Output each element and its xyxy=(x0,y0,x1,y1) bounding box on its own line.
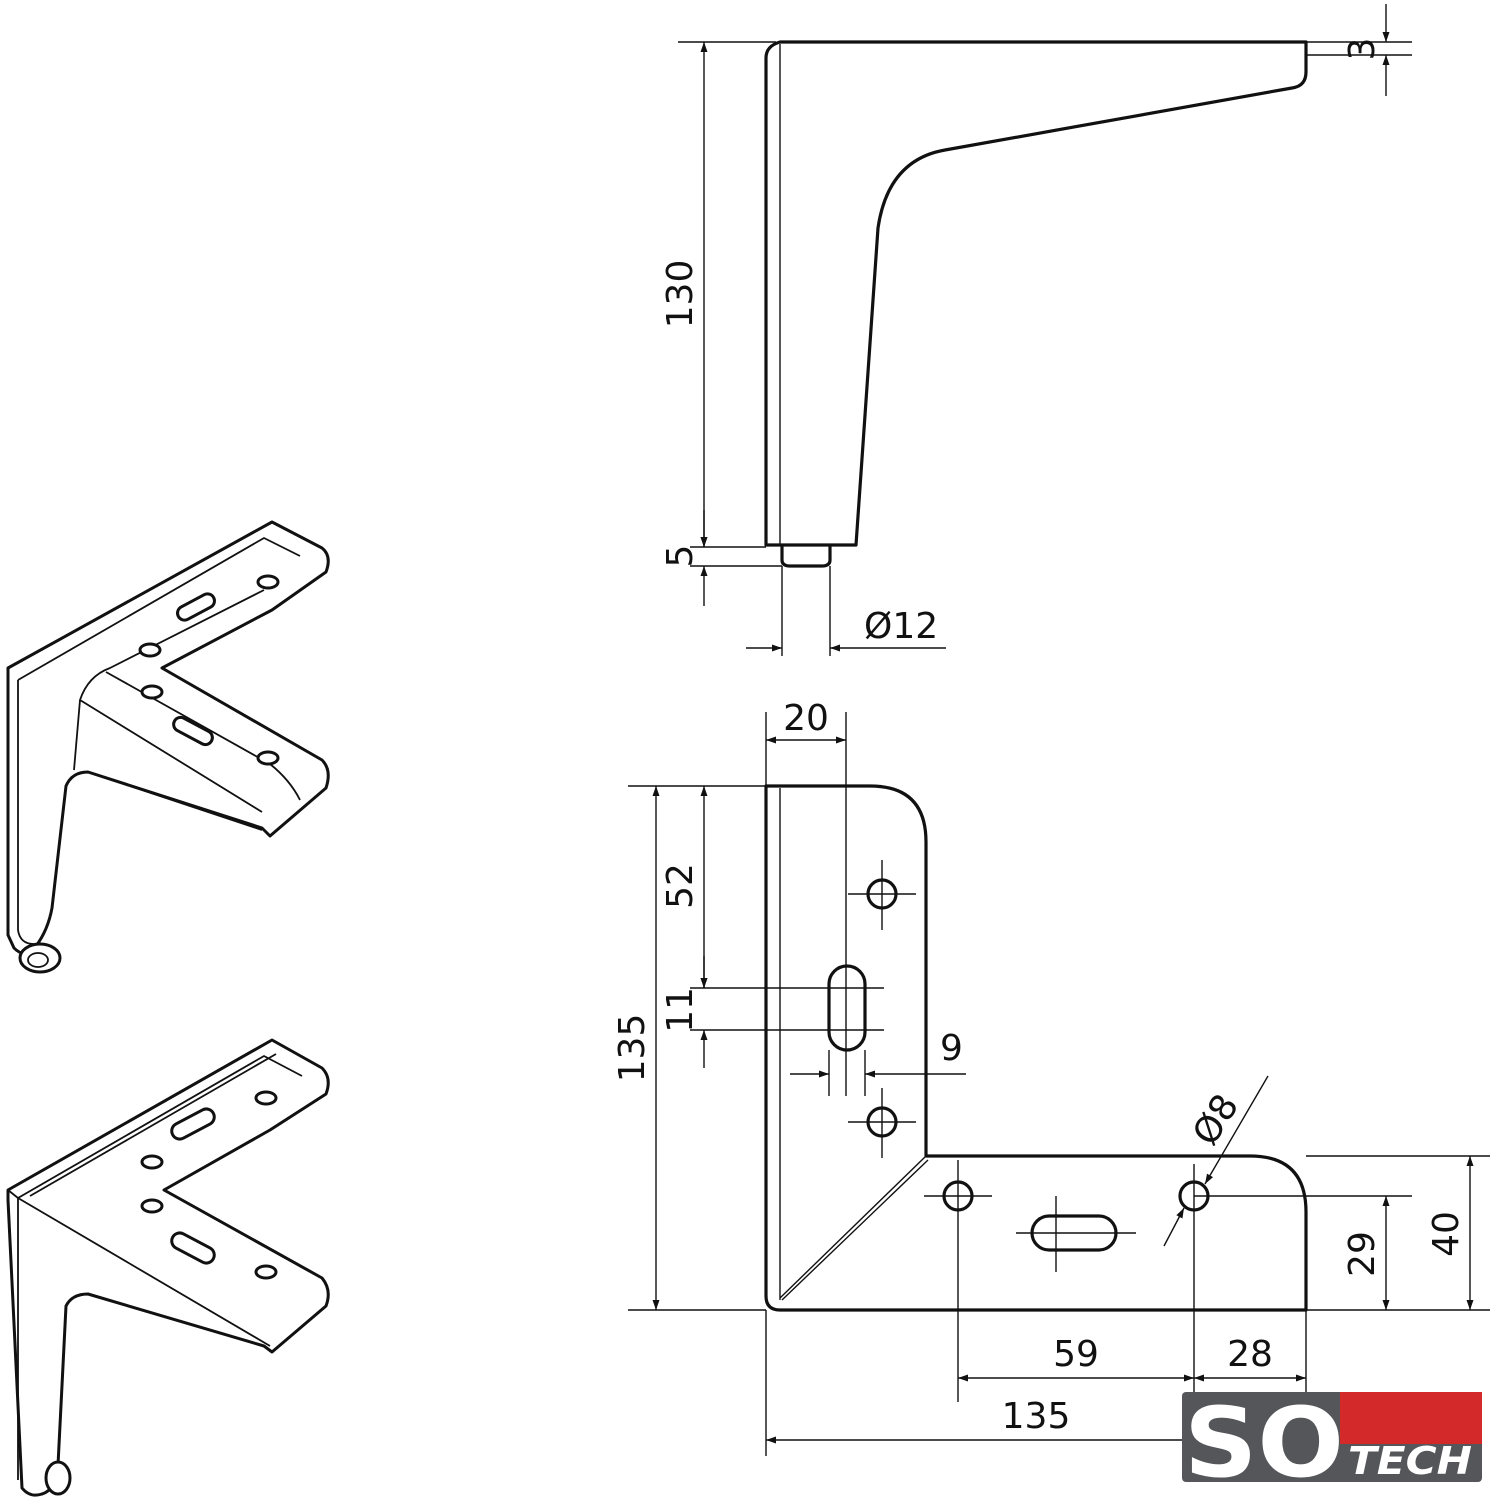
iso2-hole-3 xyxy=(140,1198,164,1214)
dim-arm-width: 40 xyxy=(1426,1211,1467,1257)
dim-hole-center-height: 29 xyxy=(1342,1231,1383,1277)
iso2-inner-edge xyxy=(7,1053,303,1480)
iso1-hole-4 xyxy=(256,750,280,766)
dim-arm-length-horizontal: 135 xyxy=(1002,1396,1071,1437)
iso2-outline xyxy=(6,1038,330,1497)
logo-registered-mark: ® xyxy=(1461,1396,1479,1417)
plan-view: 20 52 11 9 135 Ø8 29 40 59 28 135 xyxy=(612,698,1490,1456)
dim-slot-length: 11 xyxy=(660,987,701,1033)
bolt-outline xyxy=(780,545,832,568)
iso1-hole-3 xyxy=(140,684,164,700)
iso2-slot-1 xyxy=(170,1107,216,1141)
side-view-outline xyxy=(764,40,1308,547)
iso2-hole-2 xyxy=(140,1154,164,1170)
iso1-slot-1 xyxy=(176,592,216,622)
iso2-hole-1 xyxy=(254,1090,278,1106)
dim-height-total: 130 xyxy=(660,260,701,329)
iso2-hole-4 xyxy=(254,1264,278,1280)
dim-bolt-diameter: Ø12 xyxy=(864,606,938,647)
dim-bolt-length: 5 xyxy=(660,545,701,568)
dim-flange-width: 20 xyxy=(783,698,829,739)
plan-view-outline xyxy=(764,784,1308,1312)
iso1-inner-edge xyxy=(17,537,301,945)
iso1-hole-2 xyxy=(138,642,162,658)
sotech-logo: SO TECH ® xyxy=(1182,1387,1482,1499)
plan-slot-vertical xyxy=(827,964,867,1052)
dim-top-thickness: 3 xyxy=(1342,38,1383,61)
iso2-slot-2 xyxy=(170,1231,216,1265)
isometric-view-bottom xyxy=(6,1038,330,1497)
dim-first-hole-offset: 52 xyxy=(660,863,701,909)
side-view: 130 5 3 Ø12 xyxy=(660,4,1412,656)
dim-hole-spacing: 59 xyxy=(1053,1334,1099,1375)
iso1-foot-bolt-inner xyxy=(27,952,49,968)
iso1-outline xyxy=(6,520,330,955)
dim-hole-edge-offset: 28 xyxy=(1227,1334,1273,1375)
logo-tech-text: TECH xyxy=(1348,1439,1472,1483)
plan-view-fold-line xyxy=(779,788,927,1300)
isometric-view-top xyxy=(6,520,330,974)
dim-slot-width: 9 xyxy=(940,1028,963,1069)
iso2-foot xyxy=(44,1460,72,1496)
iso1-slot-2 xyxy=(172,715,214,747)
logo-so-text: SO xyxy=(1184,1387,1344,1499)
iso1-foot-bolt xyxy=(18,942,62,974)
logo-accent-block xyxy=(1340,1392,1482,1444)
dim-hole-diameter: Ø8 xyxy=(1185,1087,1247,1152)
dim-arm-length-vertical: 135 xyxy=(612,1014,653,1083)
iso1-hole-1 xyxy=(256,574,280,590)
